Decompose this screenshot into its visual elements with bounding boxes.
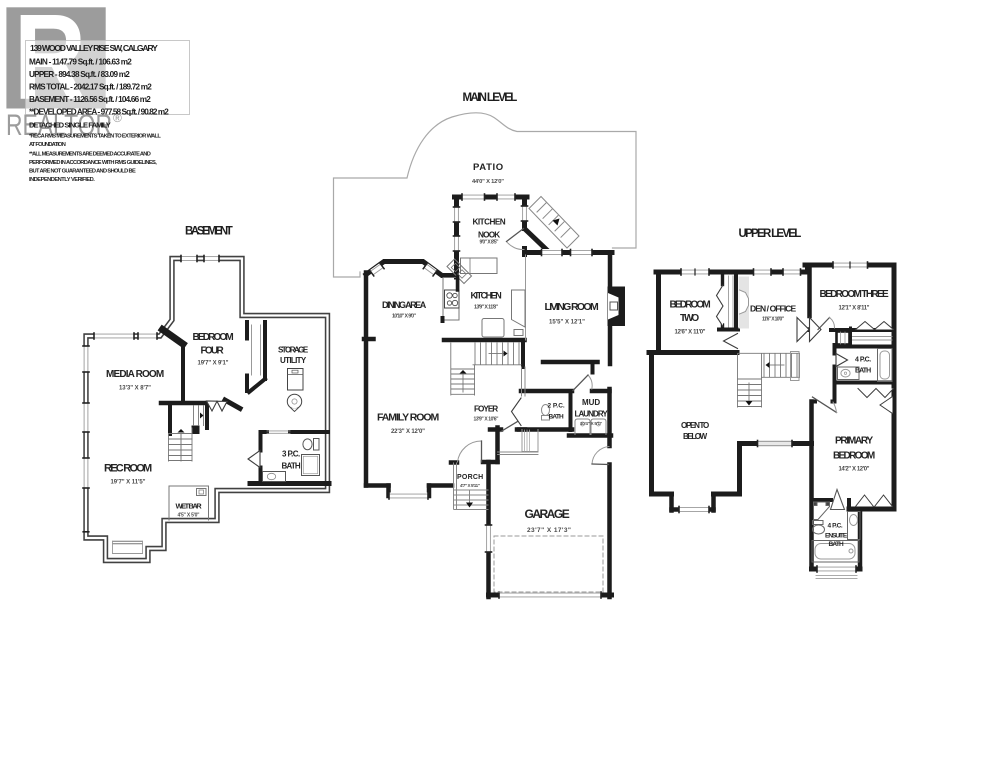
svg-text:BELOW: BELOW (683, 432, 708, 441)
svg-text:LAUNDRY: LAUNDRY (575, 410, 609, 419)
svg-text:BEDROOM: BEDROOM (193, 332, 234, 343)
svg-text:FOUR: FOUR (201, 346, 225, 357)
svg-text:MAIN LEVEL: MAIN LEVEL (463, 92, 518, 104)
svg-text:UPPER LEVEL: UPPER LEVEL (739, 228, 802, 240)
svg-text:PATIO: PATIO (473, 162, 503, 173)
svg-text:11'6" X 10'0": 11'6" X 10'0" (762, 317, 785, 323)
svg-text:12'6" X 11'0": 12'6" X 11'0" (675, 330, 706, 336)
svg-text:4 P.C.: 4 P.C. (828, 523, 843, 530)
svg-text:STORAGE: STORAGE (278, 346, 309, 355)
svg-text:13'9" X 10'6": 13'9" X 10'6" (474, 417, 500, 423)
svg-text:NOOK: NOOK (478, 231, 500, 240)
svg-text:DEN / OFFICE: DEN / OFFICE (750, 304, 797, 314)
svg-text:*RECA RMS MEASUREMENTS TAKEN T: *RECA RMS MEASUREMENTS TAKEN TO EXTERIOR… (29, 134, 161, 140)
svg-text:19'7" X 11'5": 19'7" X 11'5" (111, 480, 146, 486)
svg-text:BATH: BATH (549, 414, 565, 421)
svg-text:13'3" X 8'7": 13'3" X 8'7" (119, 386, 151, 392)
svg-text:OPEN TO: OPEN TO (681, 421, 709, 430)
svg-text:AT FOUNDATION: AT FOUNDATION (29, 142, 66, 148)
svg-text:19'7" X 9'1": 19'7" X 9'1" (198, 361, 229, 367)
svg-text:BATH: BATH (855, 368, 871, 375)
svg-text:KITCHEN: KITCHEN (471, 291, 502, 301)
svg-text:DETACHED SINGLE FAMILY: DETACHED SINGLE FAMILY (29, 121, 111, 130)
svg-text:BASEMENT - 1126.56 Sq.ft. / 10: BASEMENT - 1126.56 Sq.ft. / 104.66 m2 (29, 95, 151, 104)
svg-text:14'2" X 12'0": 14'2" X 12'0" (839, 467, 870, 473)
svg-text:GARAGE: GARAGE (525, 507, 570, 521)
svg-text:PRIMARY: PRIMARY (835, 436, 874, 447)
svg-text:44'0" X 12'0": 44'0" X 12'0" (472, 179, 504, 185)
svg-text:MUD: MUD (582, 398, 600, 407)
svg-text:MAIN - 1147.79 Sq.ft. / 106.63: MAIN - 1147.79 Sq.ft. / 106.63 m2 (29, 58, 132, 67)
svg-text:TWO: TWO (680, 313, 699, 324)
svg-text:FAMILY ROOM: FAMILY ROOM (377, 412, 439, 424)
svg-text:RMS TOTAL - 2042.17 Sq.ft. / 1: RMS TOTAL - 2042.17 Sq.ft. / 189.72 m2 (29, 83, 152, 92)
svg-text:DINING AREA: DINING AREA (382, 300, 427, 310)
svg-text:12'1" X 8'11": 12'1" X 8'11" (839, 306, 870, 312)
svg-text:**DEVELOPED AREA - 977.58 Sq.f: **DEVELOPED AREA - 977.58 Sq.ft. / 90.82… (29, 108, 169, 117)
svg-text:LIVING ROOM: LIVING ROOM (545, 301, 599, 313)
svg-text:PERFORMED IN ACCORDANCE WITH R: PERFORMED IN ACCORDANCE WITH RMS GUIDELI… (29, 160, 157, 166)
svg-text:22'3" X 12'0": 22'3" X 12'0" (391, 429, 425, 435)
svg-text:2 P.C.: 2 P.C. (548, 403, 565, 410)
svg-text:10'4" X 5'1": 10'4" X 5'1" (580, 421, 602, 426)
svg-text:4'5" X 5'0": 4'5" X 5'0" (178, 513, 201, 519)
svg-text:FOYER: FOYER (474, 405, 498, 414)
svg-text:10'10" X 9'0": 10'10" X 9'0" (392, 314, 416, 320)
svg-text:KITCHEN: KITCHEN (473, 218, 506, 227)
svg-text:13'9" X 11'8": 13'9" X 11'8" (474, 305, 498, 311)
svg-text:UTILITY: UTILITY (280, 356, 307, 365)
svg-text:4 P.C.: 4 P.C. (855, 357, 871, 364)
svg-text:BEDROOM: BEDROOM (833, 451, 875, 462)
svg-text:PORCH: PORCH (457, 474, 483, 481)
svg-text:4'7" X 5'11": 4'7" X 5'11" (460, 483, 480, 488)
svg-text:BATH: BATH (282, 462, 301, 471)
svg-text:23'7" X 17'3": 23'7" X 17'3" (527, 527, 571, 534)
svg-text:139 WOOD VALLEY RISE SW, CALGA: 139 WOOD VALLEY RISE SW, CALGARY (30, 43, 158, 53)
svg-text:9'0" X 8'5": 9'0" X 8'5" (480, 240, 500, 246)
svg-text:BEDROOM THREE: BEDROOM THREE (820, 289, 890, 300)
svg-text:WET BAR: WET BAR (176, 502, 203, 511)
svg-text:15'5" X 12'1": 15'5" X 12'1" (549, 320, 585, 326)
svg-text:REC ROOM: REC ROOM (104, 463, 152, 475)
svg-text:®: ® (113, 111, 122, 125)
svg-text:ENSUITE: ENSUITE (825, 533, 848, 540)
svg-text:INDEPENDENTLY VERIFIED.: INDEPENDENTLY VERIFIED. (29, 177, 95, 183)
svg-text:**ALL MEASUREMENTS ARE DEEMED: **ALL MEASUREMENTS ARE DEEMED ACCURATE A… (29, 152, 151, 158)
svg-text:BUT ARE NOT GUARANTEED AND SHO: BUT ARE NOT GUARANTEED AND SHOULD BE (29, 169, 136, 175)
svg-text:BASEMENT: BASEMENT (185, 226, 233, 238)
svg-text:UPPER - 894.38 Sq.ft. / 83.09: UPPER - 894.38 Sq.ft. / 83.09 m2 (29, 70, 130, 79)
svg-text:BEDROOM: BEDROOM (670, 300, 711, 311)
svg-text:3 P.C.: 3 P.C. (282, 450, 300, 459)
svg-text:BATH: BATH (829, 541, 845, 548)
svg-text:MEDIA ROOM: MEDIA ROOM (106, 369, 164, 380)
